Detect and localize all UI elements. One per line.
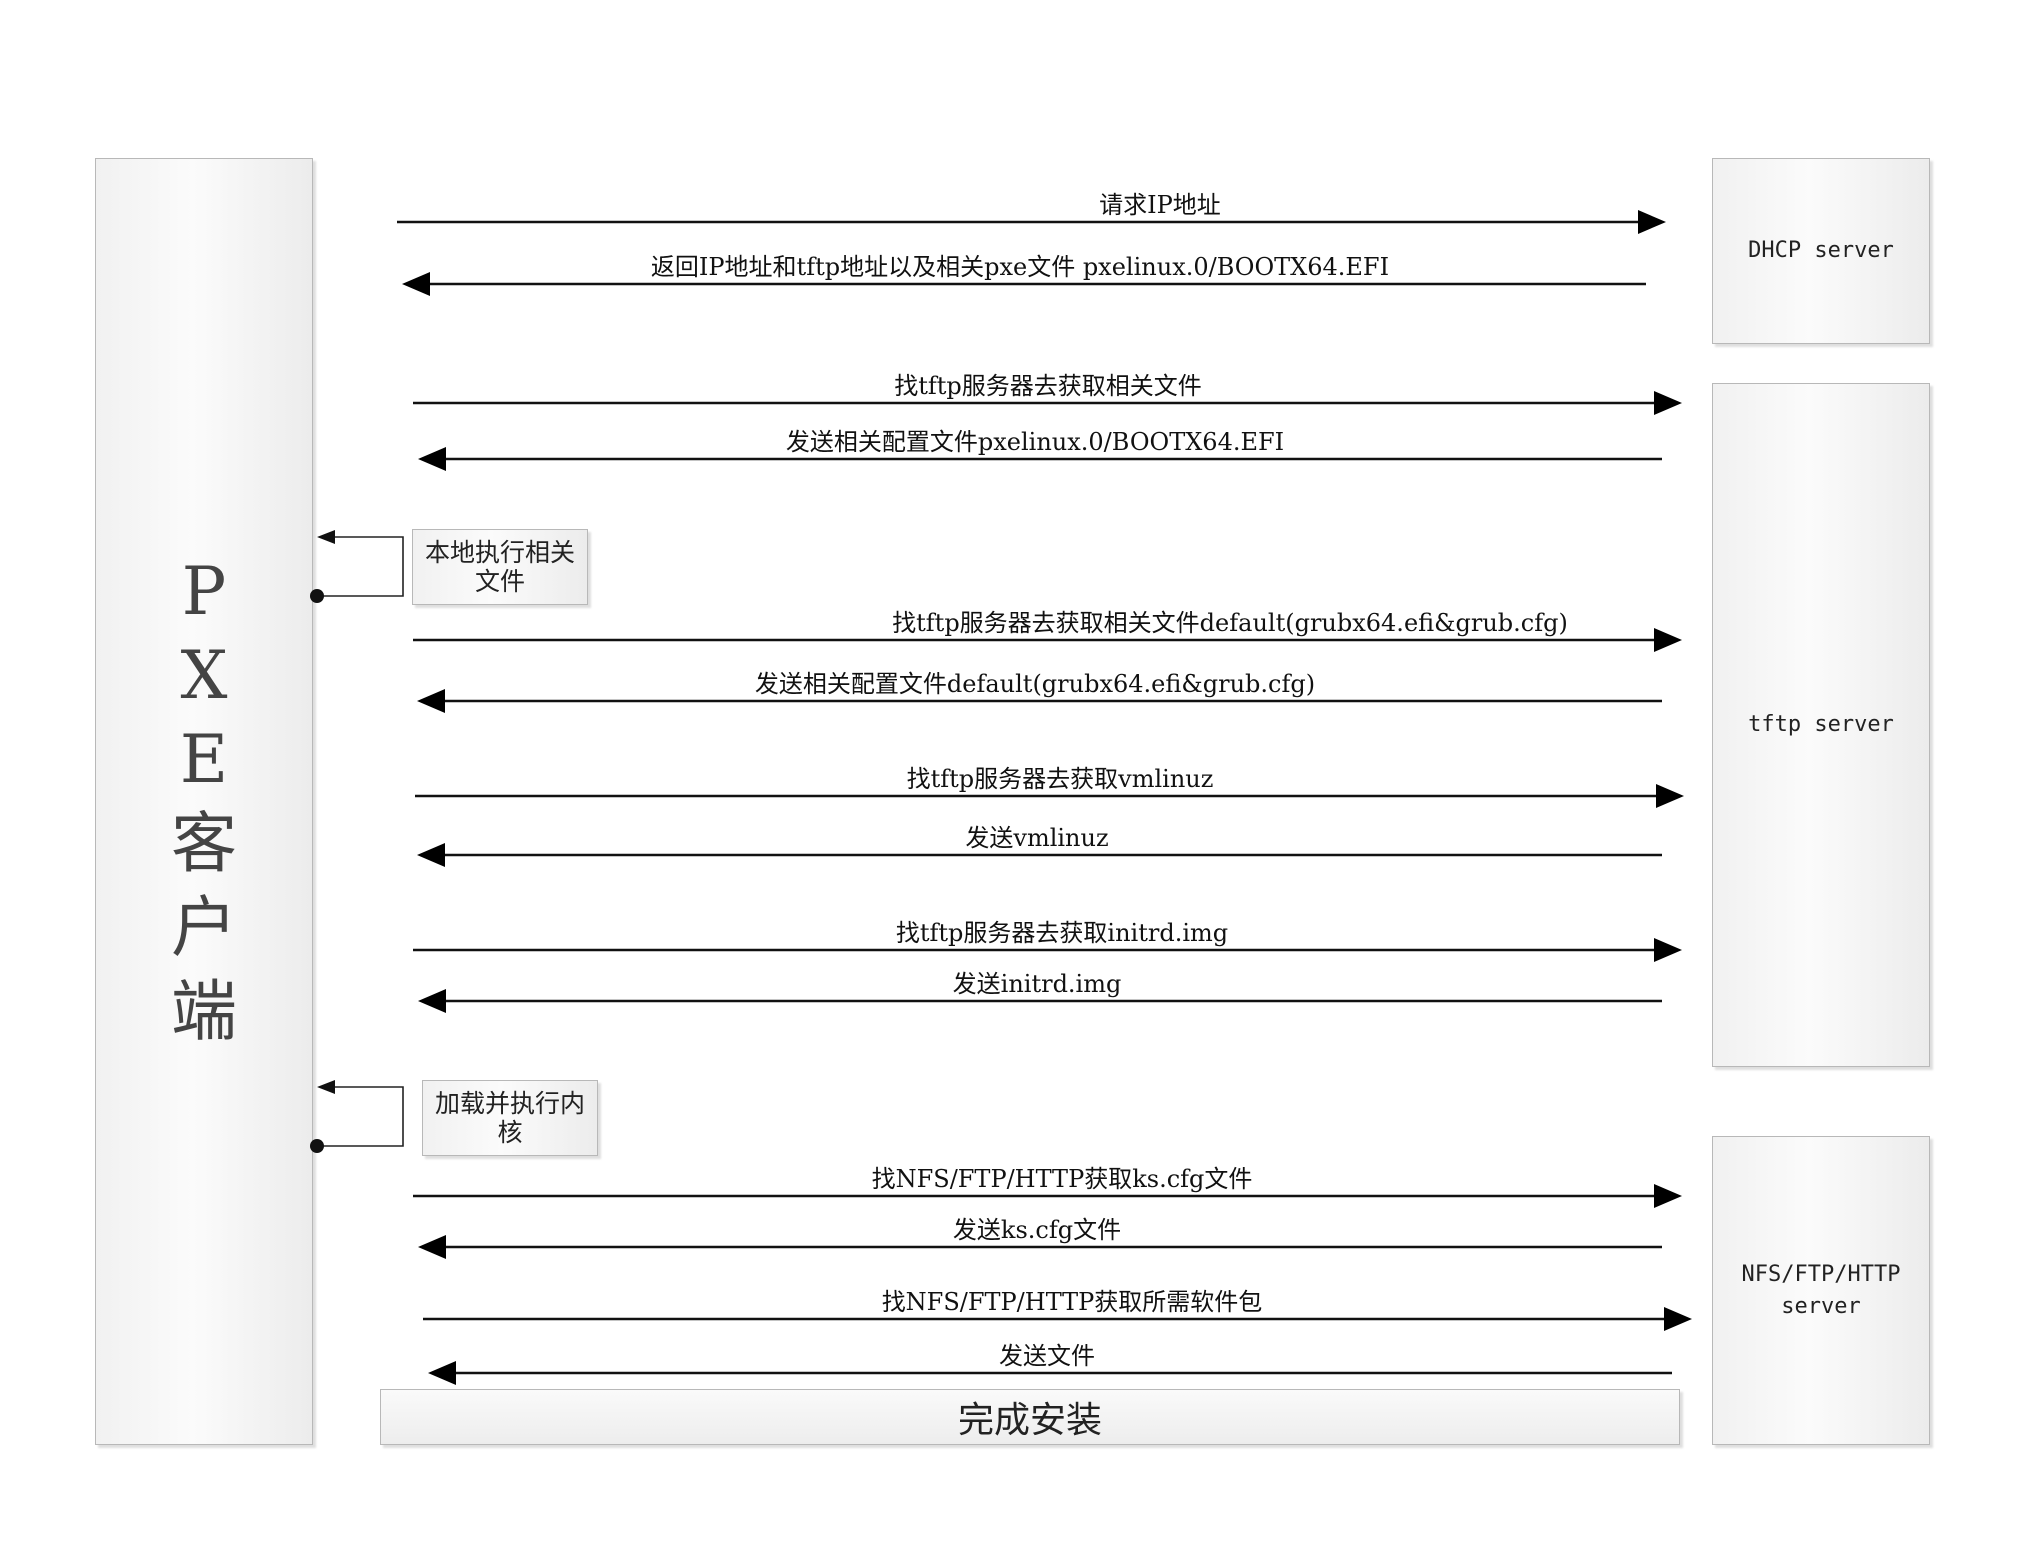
message-label: 返回IP地址和tftp地址以及相关pxe文件 pxelinux.0/BOOTX6… (650, 253, 1390, 281)
message-label: 发送vmlinuz (965, 824, 1109, 852)
local-execute-note-text: 本地执行相关文件 (424, 538, 575, 596)
arrowhead (418, 989, 446, 1013)
arrowhead (418, 447, 446, 471)
tftp-server-box: tftp server (1712, 383, 1930, 1067)
message-label: 发送initrd.img (952, 970, 1122, 998)
message-label: 找tftp服务器去获取vmlinuz (906, 765, 1214, 793)
local-execute-note: 本地执行相关文件 (412, 529, 588, 605)
nfs-server-label-line: server (1781, 1293, 1861, 1319)
arrowhead (1654, 1184, 1682, 1208)
dhcp-server-label: DHCP server (1748, 238, 1894, 263)
install-complete-text: 完成安装 (957, 1400, 1102, 1441)
arrowhead (1664, 1307, 1692, 1331)
pxe-client-char: X (180, 636, 228, 714)
arrowhead (417, 843, 445, 867)
pxe-client-box: P X E 客 户 端 (95, 158, 313, 1445)
arrowhead (402, 272, 430, 296)
pxe-client-char: E (179, 720, 229, 798)
load-kernel-note: 加载并执行内核 (422, 1080, 598, 1156)
request-arrow (397, 210, 1666, 234)
self-loop-arrowhead (317, 1080, 335, 1094)
pxe-client-char: 端 (171, 972, 237, 1050)
arrowhead (1654, 938, 1682, 962)
message-label: 找NFS/FTP/HTTP获取ks.cfg文件 (871, 1165, 1253, 1193)
pxe-client-label: P X E 客 户 端 (171, 550, 237, 1054)
nfs-ftp-http-server-label: NFS/FTP/HTTP server (1734, 1259, 1909, 1323)
self-loop-load-kernel (310, 1080, 404, 1153)
pxe-client-char: P (181, 552, 227, 630)
message-label: 找tftp服务器去获取相关文件 (894, 372, 1202, 400)
arrowhead (428, 1361, 456, 1385)
message-label: 发送ks.cfg文件 (952, 1216, 1122, 1244)
arrowhead (1638, 210, 1666, 234)
tftp-server-label: tftp server (1748, 712, 1894, 737)
self-loop-line (317, 536, 404, 597)
self-loop-arrowhead (317, 530, 335, 544)
arrowhead (1656, 784, 1684, 808)
self-loop-line (317, 1086, 404, 1147)
nfs-server-label-line: NFS/FTP/HTTP (1741, 1261, 1901, 1287)
message-label: 找tftp服务器去获取相关文件default(grubx64.efi&grub.… (892, 609, 1568, 637)
dhcp-server-box: DHCP server (1712, 158, 1930, 344)
message-label: 发送相关配置文件default(grubx64.efi&grub.cfg) (754, 670, 1316, 698)
self-loop-local-execute (310, 530, 404, 603)
arrowhead (1654, 628, 1682, 652)
message-label: 请求IP地址 (1099, 191, 1221, 219)
message-label: 找tftp服务器去获取initrd.img (895, 919, 1229, 947)
pxe-client-char: 客 (171, 804, 237, 882)
install-complete-banner: 完成安装 (380, 1389, 1680, 1445)
pxe-client-char: 户 (171, 888, 237, 966)
load-kernel-note-text: 加载并执行内核 (434, 1089, 585, 1147)
message-label: 发送文件 (999, 1342, 1095, 1370)
arrowhead (418, 1235, 446, 1259)
arrowhead (1654, 391, 1682, 415)
message-label: 找NFS/FTP/HTTP获取所需软件包 (881, 1288, 1263, 1316)
nfs-ftp-http-server-box: NFS/FTP/HTTP server (1712, 1136, 1930, 1445)
arrowhead (417, 689, 445, 713)
message-label: 发送相关配置文件pxelinux.0/BOOTX64.EFI (785, 428, 1285, 456)
